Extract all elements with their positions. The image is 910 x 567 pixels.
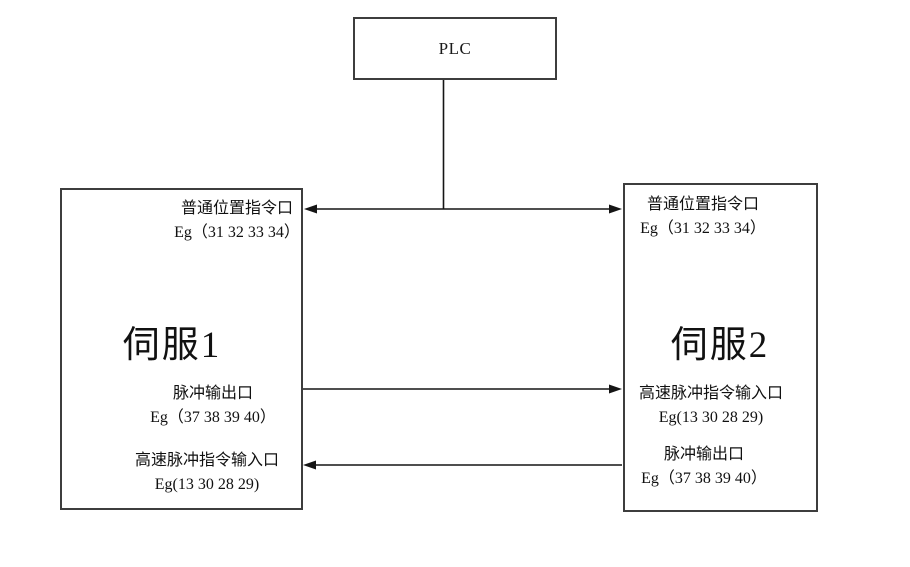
plc-box: PLC <box>353 17 557 80</box>
servo1-box <box>60 188 303 510</box>
port-pins: Eg（31 32 33 34） <box>174 224 300 241</box>
servo2-title: 伺服2 <box>670 325 770 366</box>
port-pins: Eg（31 32 33 34） <box>640 220 766 237</box>
port-pins: Eg（37 38 39 40） <box>150 409 276 426</box>
port-name: 普通位置指令口 <box>180 200 293 217</box>
servo2-port-pulse-output: 脉冲输出口 Eg（37 38 39 40） <box>589 443 819 491</box>
port-name: 高速脉冲指令输入口 <box>638 385 783 402</box>
servo1-port-position-command: 普通位置指令口 Eg（31 32 33 34） <box>122 197 352 245</box>
plc-label: PLC <box>438 38 472 58</box>
port-pins: Eg(13 30 28 29) <box>154 476 260 493</box>
servo1-port-highspeed-pulse-input: 高速脉冲指令输入口 Eg(13 30 28 29) <box>92 449 322 497</box>
servo2-port-position-command: 普通位置指令口 Eg（31 32 33 34） <box>588 193 818 241</box>
port-pins: Eg(13 30 28 29) <box>658 409 764 426</box>
port-pins: Eg（37 38 39 40） <box>641 470 767 487</box>
servo2-box <box>623 183 818 512</box>
servo2-port-highspeed-pulse-input: 高速脉冲指令输入口 Eg(13 30 28 29) <box>596 382 826 430</box>
port-name: 脉冲输出口 <box>172 385 253 402</box>
port-name: 脉冲输出口 <box>663 446 744 463</box>
servo1-port-pulse-output: 脉冲输出口 Eg（37 38 39 40） <box>98 382 328 430</box>
port-name: 普通位置指令口 <box>646 196 759 213</box>
servo1-title: 伺服1 <box>122 325 222 366</box>
port-name: 高速脉冲指令输入口 <box>134 452 279 469</box>
